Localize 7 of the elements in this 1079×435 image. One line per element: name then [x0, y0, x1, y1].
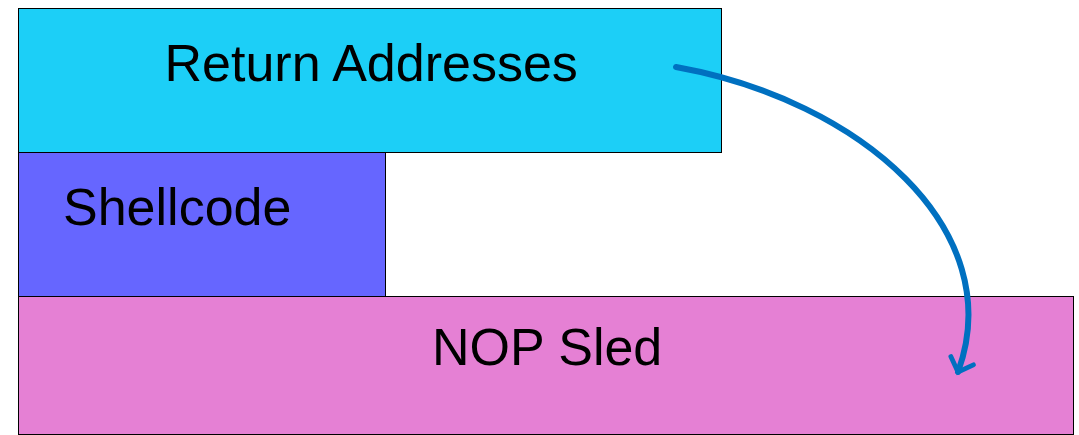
memory-block: [18, 296, 1074, 435]
curved-arrow: [673, 64, 975, 375]
block-label: Shellcode: [63, 177, 292, 237]
memory-block: [18, 8, 722, 153]
block-label: Return Addresses: [164, 33, 578, 93]
memory-block: [18, 152, 386, 297]
block-label: NOP Sled: [432, 317, 663, 377]
